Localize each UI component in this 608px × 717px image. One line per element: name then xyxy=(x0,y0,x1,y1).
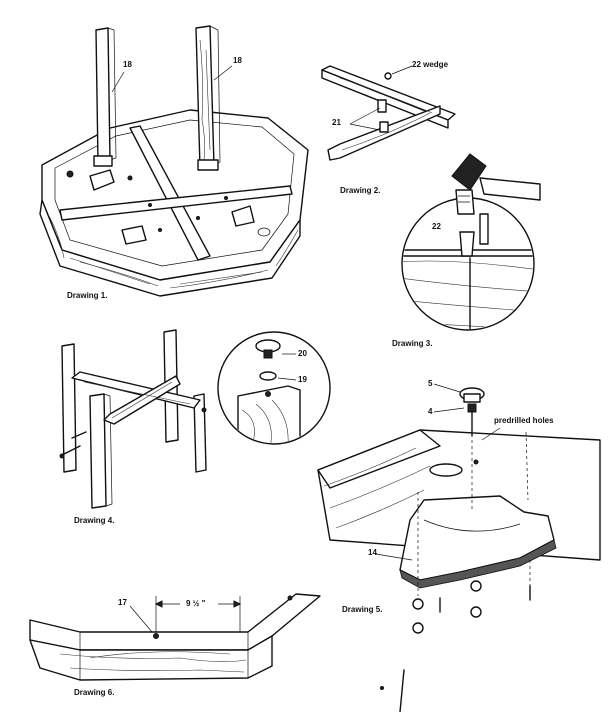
drawing-6-caption: Drawing 6. xyxy=(74,688,115,697)
drawing-1-caption: Drawing 1. xyxy=(67,291,108,300)
drawing-6-callout-17: 17 xyxy=(118,598,127,607)
drawing-5-callout-14: 14 xyxy=(368,548,377,557)
drawing-2-callout-22-wedge: 22 wedge xyxy=(412,60,449,69)
drawing-4-callout-19: 19 xyxy=(298,375,307,384)
drawing-5-caption: Drawing 5. xyxy=(342,605,383,614)
drawing-4-illustration xyxy=(59,329,331,509)
drawing-1-callout-18-right: 18 xyxy=(233,56,242,65)
drawing-1-illustration xyxy=(39,25,309,297)
drawing-5-illustration xyxy=(317,383,601,634)
stray-mark xyxy=(399,669,405,713)
drawing-5-callout-5: 5 xyxy=(428,379,433,388)
drawing-1-callout-18-left: 18 xyxy=(123,60,132,69)
drawing-3-caption: Drawing 3. xyxy=(392,339,433,348)
stray-dot xyxy=(380,686,384,690)
drawing-3-callout-22: 22 xyxy=(432,222,441,231)
drawing-4-callout-20: 20 xyxy=(298,349,307,358)
drawing-2-callout-21: 21 xyxy=(332,118,341,127)
drawing-5-callout-predrilled-holes: predrilled holes xyxy=(494,416,554,425)
drawing-3-illustration xyxy=(401,153,541,331)
drawing-2-caption: Drawing 2. xyxy=(340,186,381,195)
drawing-2-illustration xyxy=(321,65,456,161)
drawing-6-dimension-label: 9 ½ " xyxy=(186,599,206,608)
drawing-6-illustration xyxy=(29,593,321,681)
drawing-5-callout-4: 4 xyxy=(428,407,433,416)
drawing-4-caption: Drawing 4. xyxy=(74,516,115,525)
